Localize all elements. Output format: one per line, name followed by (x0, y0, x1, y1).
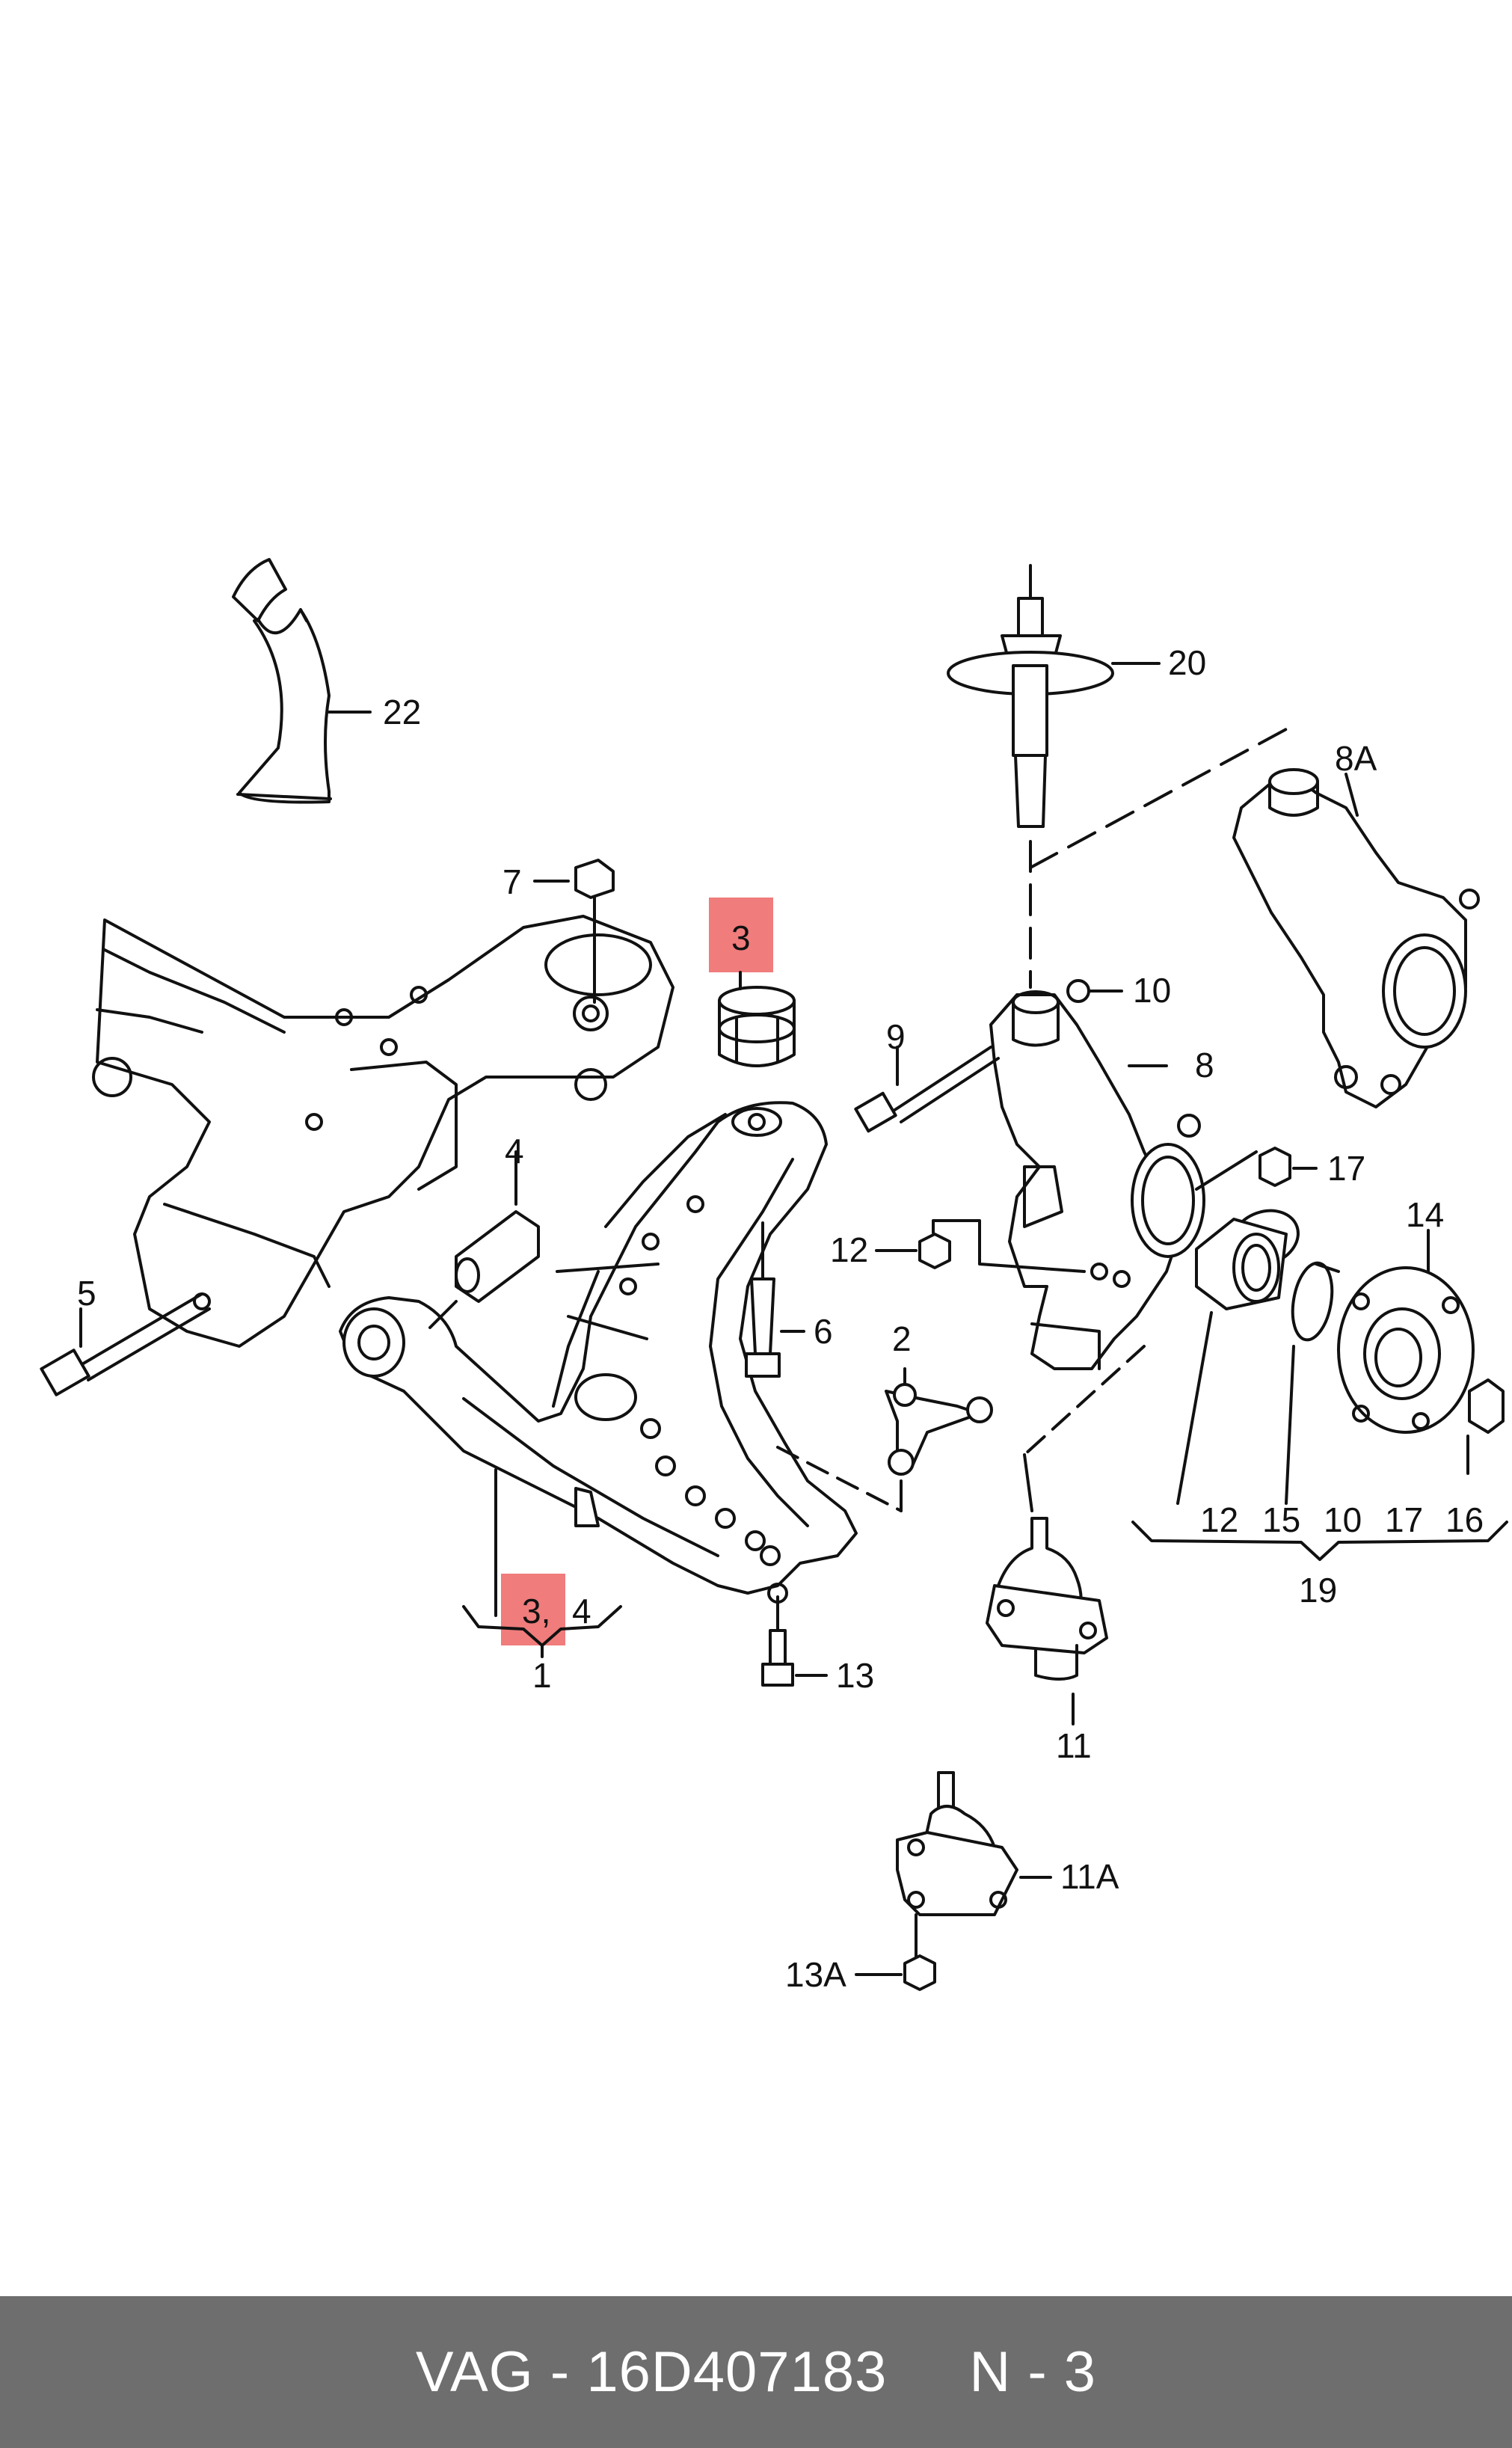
grease-tube-part (232, 558, 372, 804)
footer-position-label: N - 3 (969, 2340, 1097, 2404)
footer-separator: - (550, 2340, 571, 2404)
callout-8: 8 (1195, 1046, 1214, 1085)
ball-joint-11-part (986, 1345, 1146, 1725)
exploded-parts-diagram: 22 20 8A 7 3 10 9 8 4 17 14 12 5 6 2 12 … (40, 558, 1508, 1994)
knuckle-8-part (989, 990, 1205, 1370)
strut-part (947, 564, 1288, 989)
nut-10-part (1066, 979, 1123, 1003)
callout-22: 22 (383, 693, 421, 731)
callout-20: 20 (1168, 643, 1206, 682)
nut-12-part (875, 1219, 1086, 1273)
callout-4: 4 (505, 1132, 524, 1171)
bolt-9-part (854, 1046, 1000, 1133)
callout-11a: 11A (1060, 1857, 1119, 1896)
subframe-part (92, 915, 674, 1348)
bolt-13-part (761, 1595, 828, 1687)
knuckle-8a-part (1232, 768, 1480, 1108)
footer-brand: VAG (415, 2340, 534, 2404)
callout-3-bottom: 3, (522, 1592, 550, 1631)
callout-10: 10 (1133, 971, 1171, 1010)
nut-7-part (533, 859, 615, 1004)
callout-19: 19 (1299, 1571, 1337, 1610)
ball-joint-11a-part (896, 1771, 1052, 1961)
nut-13a-part (855, 1954, 936, 1991)
callout-9: 9 (886, 1017, 906, 1056)
screw-6-part (745, 1221, 805, 1378)
callout-16: 16 (1445, 1500, 1484, 1539)
nut-17-part (1195, 1147, 1318, 1191)
wheel-bearing-part (1176, 1209, 1300, 1505)
bracket-2-part (776, 1367, 993, 1512)
circlip-15-part (1285, 1261, 1340, 1505)
callout-17: 17 (1327, 1149, 1365, 1188)
part-number-footer: VAG - 16D407183 N - 3 (0, 2296, 1512, 2448)
nut-16-part (1466, 1378, 1505, 1475)
callout-4-bottom: 4 (572, 1592, 591, 1631)
callout-10-bottom: 10 (1324, 1500, 1362, 1539)
bush-3-part (718, 971, 796, 1067)
bracket-1-lines (462, 1468, 622, 1658)
bracket-19-lines (1131, 1521, 1508, 1561)
callout-6: 6 (814, 1312, 833, 1351)
footer-part-number: 16D407183 (586, 2340, 888, 2404)
callout-12-bottom: 12 (1200, 1500, 1238, 1539)
callout-17-bottom: 17 (1385, 1500, 1423, 1539)
callout-8a: 8A (1335, 739, 1377, 778)
callout-7: 7 (503, 862, 522, 901)
callout-3-top: 3 (731, 918, 751, 957)
callout-15: 15 (1262, 1500, 1300, 1539)
highlight-box-top (709, 898, 773, 972)
hub-14-part (1337, 1229, 1475, 1434)
callout-12-left: 12 (830, 1230, 868, 1269)
callout-13a: 13A (785, 1955, 846, 1994)
callout-13: 13 (836, 1656, 874, 1695)
callout-5: 5 (77, 1274, 96, 1313)
control-arm-part (339, 1101, 858, 1604)
callout-14: 14 (1406, 1195, 1444, 1234)
bolt-5-part (40, 1292, 211, 1396)
bush-4-part (428, 1150, 540, 1329)
callout-2: 2 (892, 1319, 912, 1358)
callout-1: 1 (532, 1656, 552, 1695)
callout-11: 11 (1056, 1726, 1092, 1765)
